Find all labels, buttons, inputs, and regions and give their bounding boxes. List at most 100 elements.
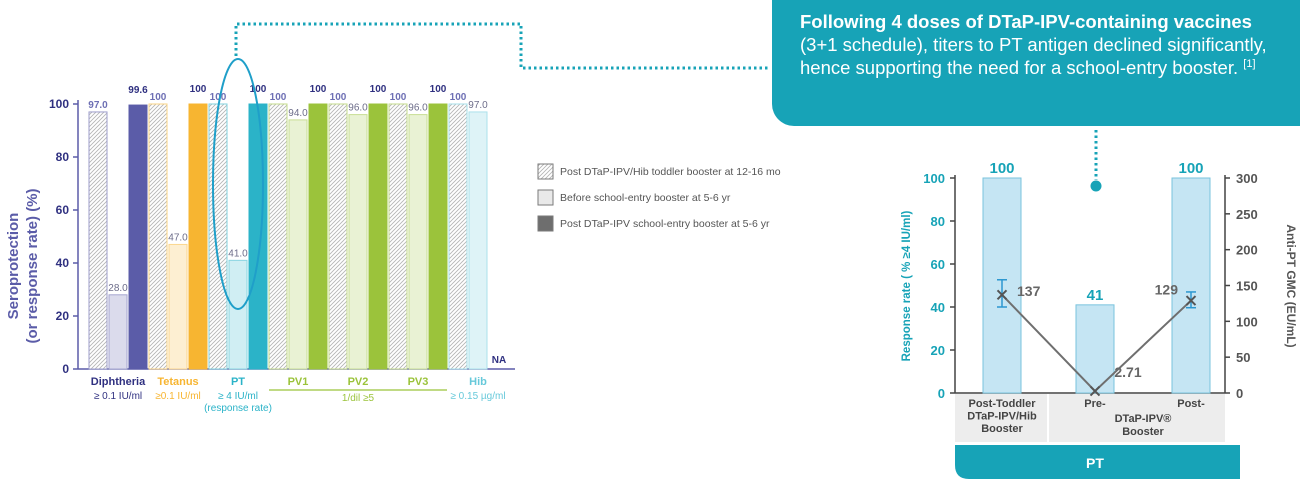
bar-diphtheria-3 [128, 104, 148, 370]
right-left-tick-label: 100 [923, 171, 945, 186]
right-right-axis-label: Anti-PT GMC (EU/mL) [1284, 224, 1298, 347]
bar-pv3-2 [408, 114, 428, 370]
right-right-tick-label: 50 [1236, 350, 1250, 365]
pt-group-label: PT [1086, 455, 1104, 471]
bracket-label: Booster [1122, 426, 1164, 438]
pt-highlight-ellipse [212, 58, 264, 310]
bar-value-label: 99.6 [128, 85, 148, 96]
bar-tetanus-3 [188, 103, 208, 370]
bar-value-label: 41.0 [228, 248, 248, 259]
bar-pv2-1 [328, 103, 348, 370]
left-y-tick-label: 0 [62, 362, 69, 376]
gmc-value-label: 137 [1017, 283, 1041, 299]
bar-value-label: 100 [190, 84, 207, 95]
bar-value-label: 28.0 [108, 283, 128, 294]
right-category-label: DTaP-IPV/Hib [967, 411, 1037, 423]
legend-swatch-dark [537, 215, 554, 232]
right-category-label: Pre- [1084, 398, 1106, 410]
bar-value-label: 100 [210, 92, 227, 103]
right-right-tick-label: 200 [1236, 243, 1258, 258]
left-y-tick-label: 80 [56, 150, 70, 164]
category-label-diphtheria: Diphtheria [91, 376, 146, 388]
right-left-tick-label: 40 [931, 300, 945, 315]
gmc-value-label: 129 [1155, 282, 1179, 298]
bar-diphtheria-1 [88, 111, 108, 370]
bar-pv3-1 [388, 103, 408, 370]
right-category-label: Booster [981, 423, 1023, 435]
left-y-tick-label: 100 [49, 97, 69, 111]
bar-value-label: 97.0 [88, 100, 108, 111]
pt-bar-label: 100 [1178, 160, 1203, 177]
bar-pt-1 [208, 103, 228, 370]
bar-value-label: 100 [270, 92, 287, 103]
category-sublabel: ≥ 0.15 µg/ml [450, 391, 505, 402]
pt-response-bar [1171, 177, 1211, 394]
bar-value-label: 100 [370, 84, 387, 95]
right-left-tick-label: 60 [931, 257, 945, 272]
callout-reference: [1] [1243, 57, 1256, 70]
bar-pv2-2 [348, 114, 368, 370]
right-category-label: Post- [1177, 398, 1205, 410]
bar-pt-3 [248, 103, 268, 370]
bar-value-label: 94.0 [288, 108, 308, 119]
right-left-axis-label: Response rate ( % ≥4 IU/ml) [901, 210, 913, 361]
bar-value-label: 100 [390, 92, 407, 103]
right-right-tick-label: 250 [1236, 207, 1258, 222]
gmc-point-marker [996, 289, 1008, 301]
bar-pt-2 [228, 259, 248, 370]
right-right-tick-label: 0 [1236, 386, 1243, 401]
pt-bar-label: 100 [989, 160, 1014, 177]
dotted-connectors [234, 22, 1102, 192]
pv-group-label: 1/dil ≥5 [342, 393, 375, 404]
left-y-axis-label: Seroprotection(or response rate) (%) [5, 188, 41, 343]
bar-pv3-3 [428, 103, 448, 370]
legend-label: Post DTaP-IPV/Hib toddler booster at 12-… [560, 166, 781, 178]
bar-pv1-3 [308, 103, 328, 370]
bar-pv1-1 [268, 103, 288, 370]
legend-swatch-light [537, 189, 554, 206]
dotted-connector-left [234, 22, 770, 70]
left-y-tick-label: 40 [56, 256, 70, 270]
bar-value-label: 100 [150, 92, 167, 103]
bar-value-label: 100 [450, 92, 467, 103]
category-label-pv3: PV3 [408, 376, 429, 388]
bar-value-label: 100 [330, 92, 347, 103]
bar-value-label: 100 [250, 84, 267, 95]
right-left-tick-label: 0 [938, 386, 945, 401]
category-sublabel: ≥0.1 IU/ml [155, 391, 201, 402]
right-right-tick-label: 150 [1236, 279, 1258, 294]
bar-value-label: 100 [430, 84, 447, 95]
bar-value-label: 97.0 [468, 100, 488, 111]
gmc-point-marker [1089, 385, 1101, 397]
bar-pv2-3 [368, 103, 388, 370]
callout-bold-text: Following 4 doses of DTaP-IPV-containing… [800, 11, 1252, 32]
bar-tetanus-1 [148, 103, 168, 370]
gmc-point-marker [1185, 295, 1197, 306]
legend: Post DTaP-IPV/Hib toddler booster at 12-… [537, 163, 781, 232]
bar-value-label: 96.0 [348, 103, 368, 114]
bar-value-label: 47.0 [168, 232, 188, 243]
category-band [955, 394, 1225, 442]
right-left-tick-label: 20 [931, 343, 945, 358]
right-left-tick-label: 80 [931, 214, 945, 229]
bar-diphtheria-2 [108, 294, 128, 370]
category-sublabel: ≥ 4 IU/ml [218, 391, 258, 402]
right-category-label: Post-Toddler [968, 398, 1036, 410]
legend-swatch-hatched [537, 163, 554, 180]
category-label-pv1: PV1 [288, 376, 309, 388]
bar-hib-2 [468, 111, 488, 370]
left-y-tick-label: 20 [56, 309, 70, 323]
category-label-tetanus: Tetanus [157, 376, 198, 388]
right-right-tick-label: 300 [1236, 171, 1258, 186]
pt-bar-label: 41 [1087, 287, 1104, 304]
bar-pv1-2 [288, 119, 308, 370]
callout-text: (3+1 schedule), titers to PT antigen dec… [800, 34, 1267, 78]
category-label-pv2: PV2 [348, 376, 369, 388]
na-label: NA [492, 355, 506, 366]
pt-group-banner [955, 445, 1240, 479]
legend-label: Post DTaP-IPV school-entry booster at 5-… [560, 218, 770, 230]
right-right-tick-label: 100 [1236, 314, 1258, 329]
category-label-hib: Hib [469, 376, 487, 388]
